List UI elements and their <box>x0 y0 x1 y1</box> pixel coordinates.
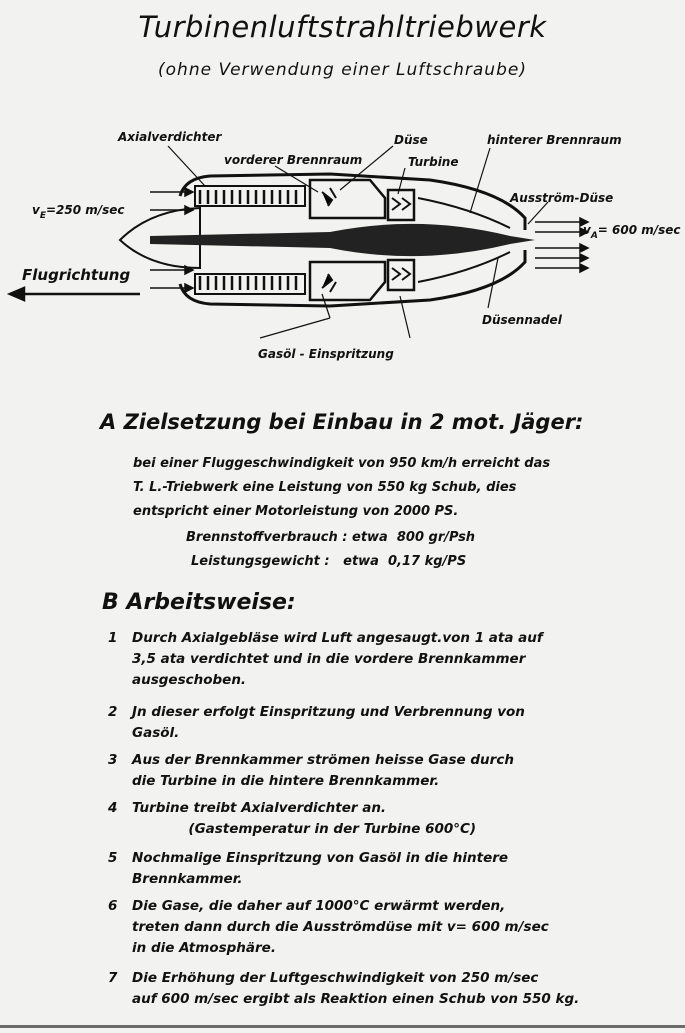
list-item-line: die Turbine in die hintere Brennkammer. <box>132 773 440 789</box>
engine-casing-bottom <box>178 250 527 308</box>
label-flugrichtung: Flugrichtung <box>22 266 130 284</box>
label-turbine: Turbine <box>408 155 458 169</box>
list-item-line: treten dann durch die Ausströmdüse mit v… <box>132 919 549 935</box>
list-item-number: 1 <box>108 630 118 646</box>
section-a-heading: A Zielsetzung bei Einbau in 2 mot. Jäger… <box>100 410 584 434</box>
label-axialverdichter: Axialverdichter <box>117 130 222 144</box>
list-item-line: Aus der Brennkammer strömen heisse Gase … <box>132 752 514 768</box>
section-a-line: bei einer Fluggeschwindigkeit von 950 km… <box>133 456 551 471</box>
label-va: vA= 600 m/sec <box>583 223 681 241</box>
document-subtitle: (ohne Verwendung einer Luftschraube) <box>158 60 527 80</box>
engine-casing-top <box>178 172 527 230</box>
list-item-line: (Gastemperatur in der Turbine 600°C) <box>132 821 477 837</box>
label-gasoel-einspritzung: Gasöl - Einspritzung <box>258 347 394 361</box>
jet-engine-diagram: Axialverdichter vorderer Brennraum Düse … <box>6 130 681 361</box>
list-item-line: Durch Axialgebläse wird Luft angesaugt.v… <box>132 630 543 646</box>
list-item-line: 3,5 ata verdichtet und in die vordere Br… <box>132 651 526 667</box>
document-title: Turbinenluftstrahltriebwerk <box>138 10 547 44</box>
list-item-number: 5 <box>108 850 118 866</box>
label-ausstroem-duese: Ausström-Düse <box>509 191 613 205</box>
label-duesennadel: Düsennadel <box>482 313 563 327</box>
compressor-top <box>194 185 306 207</box>
list-item-line: Die Erhöhung der Luftgeschwindigkeit von… <box>132 970 539 986</box>
list-item-number: 4 <box>108 800 118 816</box>
rear-combustion-chamber <box>417 197 511 283</box>
exhaust-arrows <box>535 216 590 274</box>
spec-leistungsgewicht: Leistungsgewicht : etwa 0,17 kg/PS <box>191 554 467 569</box>
label-ve: vE=250 m/sec <box>32 203 125 221</box>
section-a-line: T. L.-Triebwerk eine Leistung von 550 kg… <box>133 480 517 495</box>
list-item-number: 2 <box>108 704 118 720</box>
bottom-rule <box>0 1025 685 1028</box>
label-hinterer-brennraum: hinterer Brennraum <box>487 133 622 147</box>
section-a-line: entspricht einer Motorleistung von 2000 … <box>133 504 459 519</box>
label-vorderer-brennraum: vorderer Brennraum <box>224 153 362 167</box>
list-item-line: Die Gase, die daher auf 1000°C erwärmt w… <box>132 898 506 914</box>
list-item-number: 6 <box>108 898 118 914</box>
list-item-line: ausgeschoben. <box>132 672 247 688</box>
list-item-number: 7 <box>108 970 118 986</box>
list-item-number: 3 <box>108 752 118 768</box>
spec-brennstoffverbrauch: Brennstoffverbrauch : etwa 800 gr/Psh <box>186 530 476 545</box>
compressor-bottom <box>194 273 306 295</box>
flight-direction-arrow <box>6 286 140 302</box>
section-b-heading: B Arbeitsweise: <box>102 590 296 615</box>
list-item-line: Nochmalige Einspritzung von Gasöl in die… <box>132 850 509 866</box>
front-combustion-chamber <box>308 178 387 302</box>
list-item-line: Gasöl. <box>132 725 180 741</box>
list-item-line: auf 600 m/sec ergibt als Reaktion einen … <box>132 991 580 1007</box>
inlet-arrows <box>150 186 195 294</box>
turbine <box>386 188 416 292</box>
list-item-line: Brennkammer. <box>132 871 243 887</box>
central-shaft <box>150 223 535 257</box>
list-item-line: Turbine treibt Axialverdichter an. <box>132 800 387 816</box>
list-item-line: Jn dieser erfolgt Einspritzung und Verbr… <box>132 704 525 720</box>
list-item-line: in die Atmosphäre. <box>132 940 276 956</box>
label-duese: Düse <box>394 133 428 147</box>
leader-lines <box>167 145 549 339</box>
